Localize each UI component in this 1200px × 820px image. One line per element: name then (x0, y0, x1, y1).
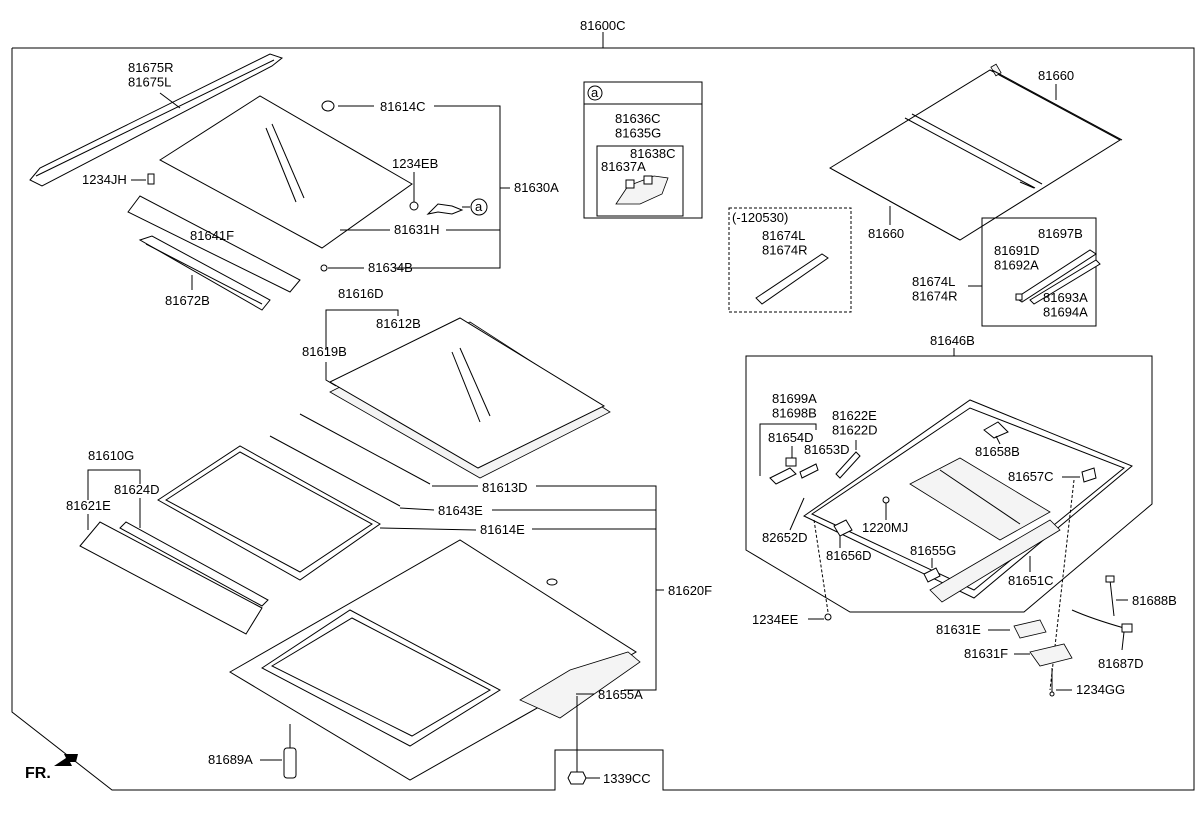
label-1220mj: 1220MJ (862, 520, 908, 535)
glass-panel-upper (159, 95, 413, 249)
frame-assembly-box (745, 355, 1153, 613)
side-trim-box (981, 217, 1101, 327)
label-120530: (-120530) (732, 210, 788, 225)
label-81688b: 81688B (1132, 593, 1177, 608)
label-81631f: 81631F (964, 646, 1008, 661)
label-81658b: 81658B (975, 444, 1020, 459)
label-81654d: 81654D (768, 430, 814, 445)
label-81687d: 81687D (1098, 656, 1144, 671)
detail-box-marker: a (591, 85, 599, 100)
front-arrow-icon (54, 754, 78, 766)
label-81616d: 81616D (338, 286, 384, 301)
label-81672b: 81672B (165, 293, 210, 308)
sunroof-frame-rails (803, 399, 1133, 603)
label-1234eb: 1234EB (392, 156, 438, 171)
label-81656d: 81656D (826, 548, 872, 563)
label-81630a: 81630A (514, 180, 559, 195)
label-81614e: 81614E (480, 522, 525, 537)
label-81614c: 81614C (380, 99, 426, 114)
wire-81687d (1071, 609, 1133, 651)
label-81620f: 81620F (668, 583, 712, 598)
label-1234gg: 1234GG (1076, 682, 1125, 697)
label-81613d: 81613D (482, 480, 528, 495)
sunshade-roller (829, 63, 1123, 241)
sunshade-panel-left (79, 521, 263, 635)
roof-rail-moulding (29, 53, 284, 187)
glass-panel-main (328, 317, 611, 479)
label-1339cc: 1339CC (603, 771, 651, 786)
label-81641f: 81641F (190, 228, 234, 243)
screw-1234jh (131, 173, 155, 185)
assembly-label: 81600C (580, 18, 626, 33)
label-81610g: 81610G (88, 448, 134, 463)
deflector-frame (127, 195, 301, 311)
label-81634b: 81634B (368, 260, 413, 275)
clip-81614c (321, 100, 335, 112)
label-81631e: 81631E (936, 622, 981, 637)
drain-plug-81689a (283, 747, 297, 779)
label-81660-top: 81660 (1038, 68, 1074, 83)
label-81643e: 81643E (438, 503, 483, 518)
frame-seal-81614e (157, 445, 381, 581)
label-81612b: 81612B (376, 316, 421, 331)
nut-1339cc (567, 771, 587, 785)
label-81619b: 81619B (302, 344, 347, 359)
label-81637a: 81637A (601, 159, 646, 174)
trim-strip-81624d (119, 521, 269, 607)
dashed-box-120530 (728, 207, 852, 313)
motor-81631f (1029, 643, 1073, 667)
label-1234jh: 1234JH (82, 172, 127, 187)
roof-panel (229, 539, 641, 781)
label-81697b: 81697B (1038, 226, 1083, 241)
label-81655a: 81655A (598, 687, 643, 702)
weatherstrip-81613d (299, 413, 431, 485)
detail-marker-a: a (475, 199, 483, 214)
label-81621e: 81621E (66, 498, 111, 513)
label-82652d: 82652D (762, 530, 808, 545)
label-81657c: 81657C (1008, 469, 1054, 484)
label-81660-bottom: 81660 (868, 226, 904, 241)
label-81631h: 81631H (394, 222, 440, 237)
weatherstrip-81643e (269, 435, 401, 507)
assembly-frame (11, 32, 1195, 791)
label-81651c: 81651C (1008, 573, 1054, 588)
bracket-a (426, 203, 464, 215)
label-81624d: 81624D (114, 482, 160, 497)
label-1234ee: 1234EE (752, 612, 799, 627)
label-81655g: 81655G (910, 543, 956, 558)
motor-81631e (1013, 619, 1047, 639)
label-81689a: 81689A (208, 752, 253, 767)
detail-box-a (583, 81, 703, 219)
front-indicator: FR. (25, 765, 51, 782)
cable-81688b (1105, 575, 1115, 617)
label-81638c: 81638C (630, 146, 676, 161)
label-81653d: 81653D (804, 442, 850, 457)
label-81646b: 81646B (930, 333, 975, 348)
